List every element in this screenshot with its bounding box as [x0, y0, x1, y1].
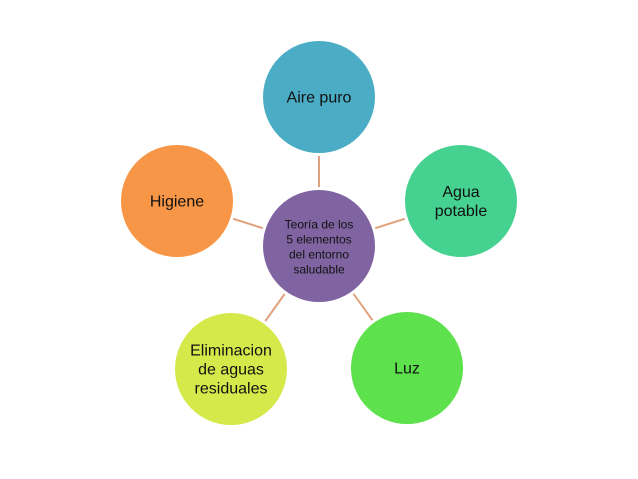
node-agua-potable[interactable]: Agua potable [403, 143, 519, 259]
node-agua-potable-label-line-2: potable [435, 203, 488, 220]
node-agua-potable-circle [403, 143, 519, 259]
connector-higiene [232, 217, 264, 230]
node-higiene[interactable]: Higiene [119, 143, 235, 259]
node-luz-circle [349, 310, 465, 426]
center-node-label-line-1: Teoría de los [285, 218, 354, 232]
node-eliminacion-circle [173, 311, 289, 427]
connector-agua-potable [374, 217, 406, 230]
node-aire-puro-label-line-1: Aire puro [287, 90, 352, 107]
center-node-label-line-2: 5 elementos [286, 233, 351, 247]
node-higiene-label-line-1: Higiene [150, 194, 204, 211]
connector-lines [232, 156, 406, 322]
center-node-label-line-4: saludable [293, 263, 345, 277]
node-luz[interactable]: Luz [349, 310, 465, 426]
node-eliminacion[interactable]: Eliminacion de aguas residuales [173, 311, 289, 427]
center-node-label-line-3: del entorno [289, 248, 349, 262]
node-eliminacion-label-line-1: Eliminacion [190, 343, 272, 360]
node-aire-puro-circle [261, 39, 377, 155]
node-higiene-circle [119, 143, 235, 259]
node-eliminacion-label-line-2: de aguas [198, 362, 264, 379]
node-luz-label-line-1: Luz [394, 361, 420, 378]
node-eliminacion-label-line-3: residuales [195, 381, 268, 398]
node-agua-potable-label-line-1: Agua [442, 184, 479, 201]
connector-luz [352, 293, 374, 321]
connector-eliminacion [264, 293, 286, 322]
center-node-circle [261, 188, 377, 304]
node-aire-puro[interactable]: Aire puro [261, 39, 377, 155]
